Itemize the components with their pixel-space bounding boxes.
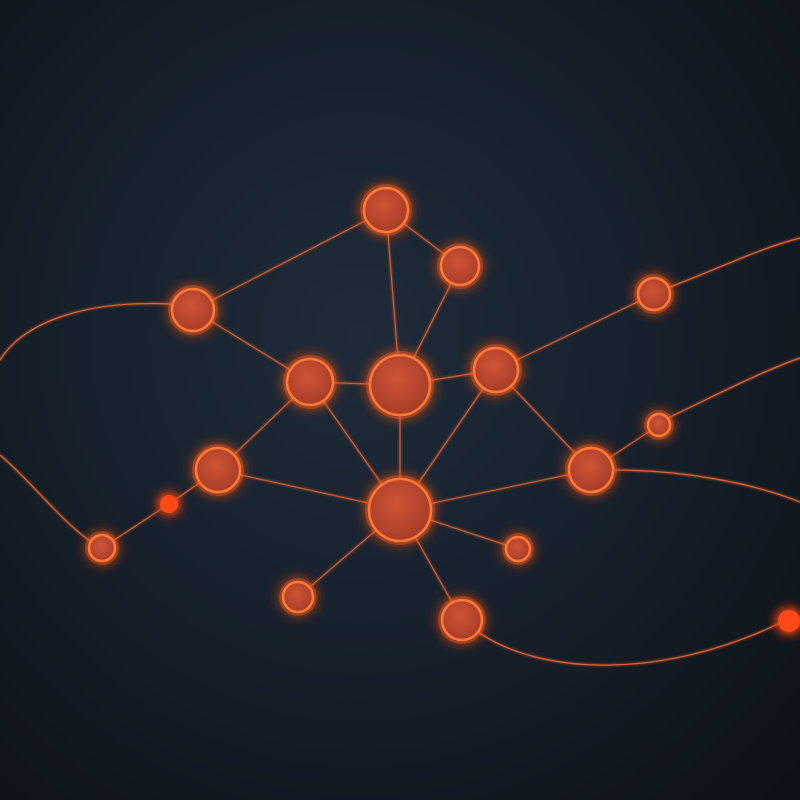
edge-layer: [0, 219, 800, 666]
node-circle: [170, 287, 216, 333]
node-circle: [472, 346, 520, 394]
node-midLeft: [283, 355, 337, 409]
edge-midRight-right: [510, 385, 577, 455]
node-farRight: [634, 274, 674, 314]
edge-redDot-leftSmall: [112, 508, 163, 542]
edge-top-center: [387, 231, 399, 356]
edge-lowCenter-bottomLeft: [308, 529, 377, 588]
node-circle: [194, 446, 242, 494]
curve-left-loop: [0, 302, 173, 361]
node-top: [360, 184, 412, 236]
edge-left-midLeft: [210, 320, 291, 371]
edge-midLeft-center: [332, 382, 371, 385]
curve-left-return: [0, 454, 91, 542]
node-lowCenter: [365, 475, 435, 545]
edge-top-topRight: [402, 222, 446, 256]
dot-circle: [778, 610, 800, 632]
node-circle: [367, 477, 433, 543]
curve-right-out: [612, 469, 800, 503]
dot-redDot: [160, 495, 178, 513]
node-bottom: [438, 596, 486, 644]
node-circle: [281, 580, 315, 614]
curve-bottom: [477, 623, 779, 666]
edge-lowCenter-bottom: [414, 536, 453, 604]
curve-mid-right: [667, 357, 800, 419]
edge-lowCenter-rightSmall: [428, 519, 508, 546]
edge-lowLeft-redDot: [175, 481, 201, 500]
node-circle: [285, 357, 335, 407]
node-layer: [85, 184, 800, 644]
node-smallRight: [644, 410, 674, 440]
node-leftSmall: [85, 531, 119, 565]
node-left: [168, 285, 218, 335]
node-circle: [646, 412, 672, 438]
edge-center-midRight: [429, 372, 475, 381]
node-circle: [362, 186, 410, 234]
edge-right-lowCenter: [429, 473, 571, 505]
node-circle: [368, 353, 432, 417]
node-rightSmall: [502, 533, 534, 565]
edge-topRight-center: [412, 282, 452, 359]
node-right: [565, 444, 617, 496]
node-circle: [440, 598, 484, 642]
node-circle: [504, 535, 532, 563]
node-bottomLeft: [279, 578, 317, 616]
curve-top-right: [669, 237, 800, 288]
edge-midLeft-lowCenter: [322, 400, 383, 486]
node-center: [366, 351, 434, 419]
dot-edgeDot: [778, 610, 800, 632]
node-circle: [87, 533, 117, 563]
node-topRight: [437, 243, 483, 289]
node-circle: [439, 245, 481, 287]
node-circle: [636, 276, 672, 312]
node-midRight: [470, 344, 522, 396]
node-lowLeft: [192, 444, 244, 496]
edge-lowLeft-lowCenter: [238, 474, 371, 504]
dot-circle: [160, 495, 178, 513]
edge-midRight-farRight: [515, 300, 641, 362]
edge-midLeft-lowLeft: [233, 397, 294, 456]
edge-midRight-lowCenter: [416, 387, 485, 485]
node-circle: [567, 446, 615, 494]
edge-left-top: [211, 219, 368, 301]
edge-right-smallRight: [608, 430, 651, 459]
